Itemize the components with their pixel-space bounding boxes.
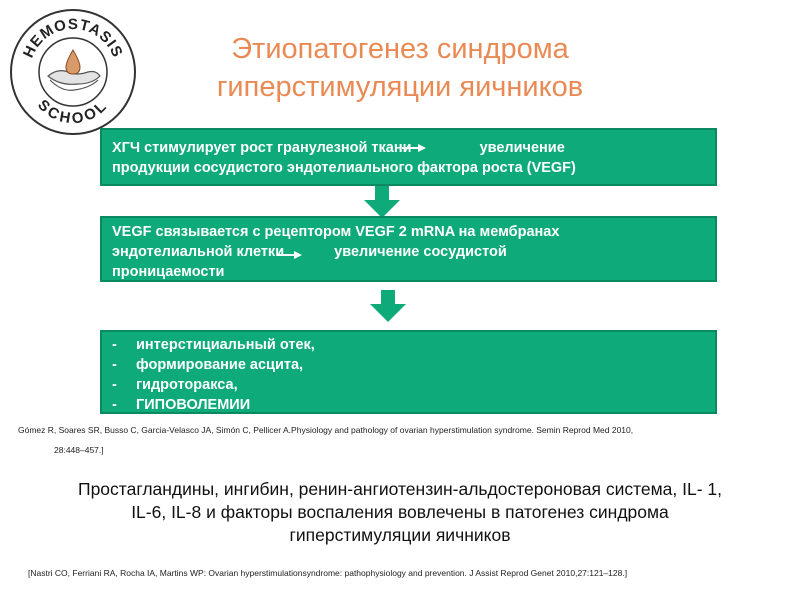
box2-text-line1: VEGF связывается с рецептором VEGF 2 mRN… — [112, 224, 560, 240]
right-arrow-icon — [401, 144, 426, 153]
title-line-2: гиперстимуляции яичников — [216, 71, 584, 103]
summary-line-2: IL-6, IL-8 и факторы воспаления вовлечен… — [131, 502, 669, 522]
hemostasis-school-logo: HEMOSTASIS SCHOOL — [10, 9, 136, 135]
box2-text-line3: проницаемости — [112, 264, 225, 280]
reference-line-2: 28:448–457.] — [54, 445, 104, 455]
hands-icon — [47, 70, 101, 85]
right-arrow-icon — [278, 251, 303, 260]
reference-nastri: [Nastri CO, Ferriani RA, Rocha IA, Marti… — [28, 568, 628, 578]
outcome-box: -интерстициальный отек, -формирование ас… — [100, 330, 717, 414]
list-item: -интерстициальный отек, — [112, 337, 315, 353]
step-box-2: VEGF связывается с рецептором VEGF 2 mRN… — [100, 216, 717, 282]
box1-text-part1: ХГЧ стимулирует рост гранулезной ткани — [112, 140, 412, 156]
list-item: -формирование асцита, — [112, 357, 304, 373]
down-arrow-icon — [370, 290, 406, 322]
down-arrow-icon — [364, 186, 400, 218]
blood-drop-icon — [65, 49, 81, 75]
list-item: -гидроторакса, — [112, 377, 238, 393]
reference-gomez: Gómez R, Soares SR, Busso C, Garcia-Vela… — [18, 424, 778, 456]
summary-line-1: Простагландины, ингибин, ренин-ангиотенз… — [77, 479, 723, 499]
summary-line-3: гиперстимуляции яичников — [289, 525, 511, 545]
slide-title: Этиопатогенез синдрома гиперстимуляции я… — [150, 30, 650, 106]
summary-text: Простагландины, ингибин, ренин-ангиотенз… — [30, 478, 770, 547]
reference-line-1: Gómez R, Soares SR, Busso C, Garcia-Vela… — [18, 425, 634, 435]
box2-text-line2-part1: эндотелиальной клетки — [112, 244, 285, 260]
list-item: -ГИПОВОЛЕМИИ — [112, 397, 251, 413]
title-line-1: Этиопатогенез синдрома — [231, 33, 569, 65]
step-box-1: ХГЧ стимулирует рост гранулезной ткани у… — [100, 128, 717, 186]
box2-text-line2-part2: увеличение сосудистой — [334, 244, 507, 260]
box1-text-line2: продукции сосудистого эндотелиального фа… — [112, 160, 576, 176]
box1-text-part2: увеличение — [479, 140, 565, 156]
